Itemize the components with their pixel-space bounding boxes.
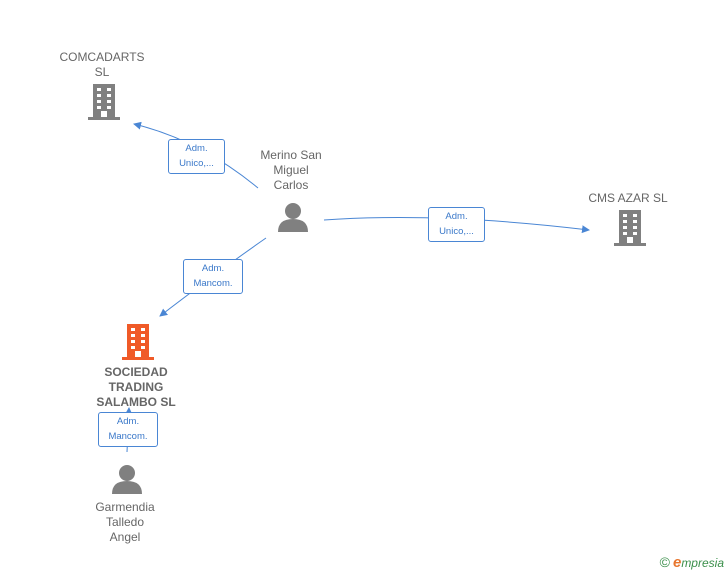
node-name-line: TRADING	[108, 380, 164, 394]
brand-initial: e	[672, 554, 682, 571]
node-name-line: SL	[94, 65, 110, 79]
node-name-line: Merino San	[260, 148, 322, 162]
node-label-merino[interactable]: Merino San Miguel Carlos	[241, 148, 341, 193]
edge-label-line: Adm.	[116, 416, 140, 427]
person-icon[interactable]	[111, 464, 143, 494]
edge-label-line: Adm.	[185, 143, 208, 154]
edge-label-line: Adm.	[445, 211, 468, 222]
edge-label-line: Mancom.	[108, 431, 148, 442]
node-name-line: Angel	[109, 530, 141, 544]
node-name-line: Talledo	[105, 515, 145, 529]
building-icon[interactable]	[614, 210, 646, 246]
node-label-sociedad[interactable]: SOCIEDAD TRADING SALAMBO SL	[76, 365, 196, 410]
node-name-line: COMCADARTS	[59, 50, 145, 64]
person-icon[interactable]	[277, 202, 309, 232]
edge-label-line: Adm.	[201, 263, 225, 274]
node-label-comcadarts[interactable]: COMCADARTS SL	[52, 50, 152, 80]
building-icon[interactable]	[88, 84, 120, 120]
brand-name: mpresia	[681, 556, 724, 570]
edge-label-line: Mancom.	[193, 278, 233, 289]
edge-label-line: Unico,...	[439, 226, 474, 237]
brand-logo: ©empresia	[660, 554, 724, 571]
edge-label-merino-comcadarts[interactable]: Adm. Unico,...	[168, 139, 225, 174]
node-name-line: Carlos	[273, 178, 309, 192]
building-icon[interactable]	[122, 324, 154, 360]
node-label-cms-azar[interactable]: CMS AZAR SL	[578, 191, 678, 206]
edge-label-merino-cms[interactable]: Adm. Unico,...	[428, 207, 485, 242]
node-name-line: Miguel	[273, 163, 309, 177]
node-name-line: Garmendia	[95, 500, 155, 514]
edge-label-line: Unico,...	[179, 158, 214, 169]
edge-label-garmendia-sociedad[interactable]: Adm. Mancom.	[98, 412, 158, 447]
copyright-icon: ©	[659, 554, 670, 570]
edge-label-merino-sociedad[interactable]: Adm. Mancom.	[183, 259, 243, 294]
node-name-line: SOCIEDAD	[104, 365, 168, 379]
node-label-garmendia[interactable]: Garmendia Talledo Angel	[75, 500, 175, 545]
node-name-line: CMS AZAR SL	[588, 191, 668, 205]
node-name-line: SALAMBO SL	[96, 395, 176, 409]
